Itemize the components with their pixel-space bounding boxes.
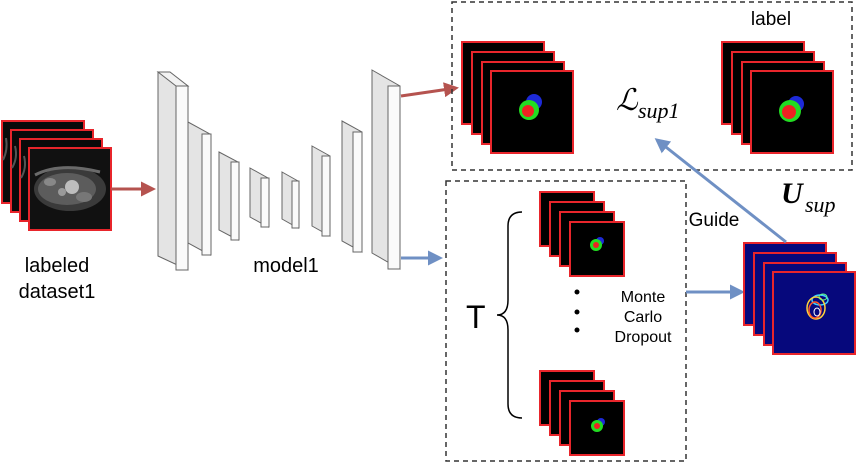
uncertainty-map-stack	[743, 242, 856, 355]
ellipsis-dot	[574, 289, 580, 295]
bottleneck-layer	[281, 171, 300, 229]
ellipsis-dot	[574, 327, 580, 333]
label-mask-stack	[721, 41, 834, 154]
input-label-line1: labeled	[25, 255, 90, 277]
decoder-layer-1	[311, 145, 331, 237]
mc-label-line3: Dropout	[615, 329, 672, 346]
guide-arrow	[654, 138, 787, 244]
model-label: model1	[253, 255, 319, 277]
uncertainty-symbol: U	[781, 177, 804, 210]
prediction-mask-stack	[461, 41, 574, 154]
encoder-layer-3	[218, 151, 240, 241]
mc-label-line1: Monte	[621, 289, 666, 306]
input-image-stack	[1, 120, 112, 231]
encoder-layer-4	[249, 167, 270, 228]
prediction-label-box	[451, 1, 853, 171]
ellipsis-dot	[574, 309, 580, 315]
uncertainty-subscript: sup	[805, 192, 836, 217]
loss-subscript: sup1	[638, 98, 680, 123]
model-to-prediction-arrow	[400, 82, 459, 98]
dropout-box	[445, 180, 687, 462]
encoder-layer-2	[187, 121, 212, 256]
label-title: label	[751, 9, 791, 30]
dropout-sample-stack-bottom	[539, 370, 625, 456]
t-label: T	[466, 299, 486, 335]
decoder-layer-3	[371, 69, 401, 270]
t-brace	[496, 211, 523, 419]
loss-symbol: ℒ	[616, 84, 639, 117]
guide-label: Guide	[689, 210, 740, 231]
encoder-layer-1	[156, 71, 190, 271]
model-architecture	[156, 69, 401, 271]
dropout-sample-stack-top	[539, 191, 625, 277]
decoder-layer-2	[341, 120, 363, 253]
mc-label-line2: Carlo	[624, 309, 662, 326]
input-label-line2: dataset1	[19, 281, 96, 303]
